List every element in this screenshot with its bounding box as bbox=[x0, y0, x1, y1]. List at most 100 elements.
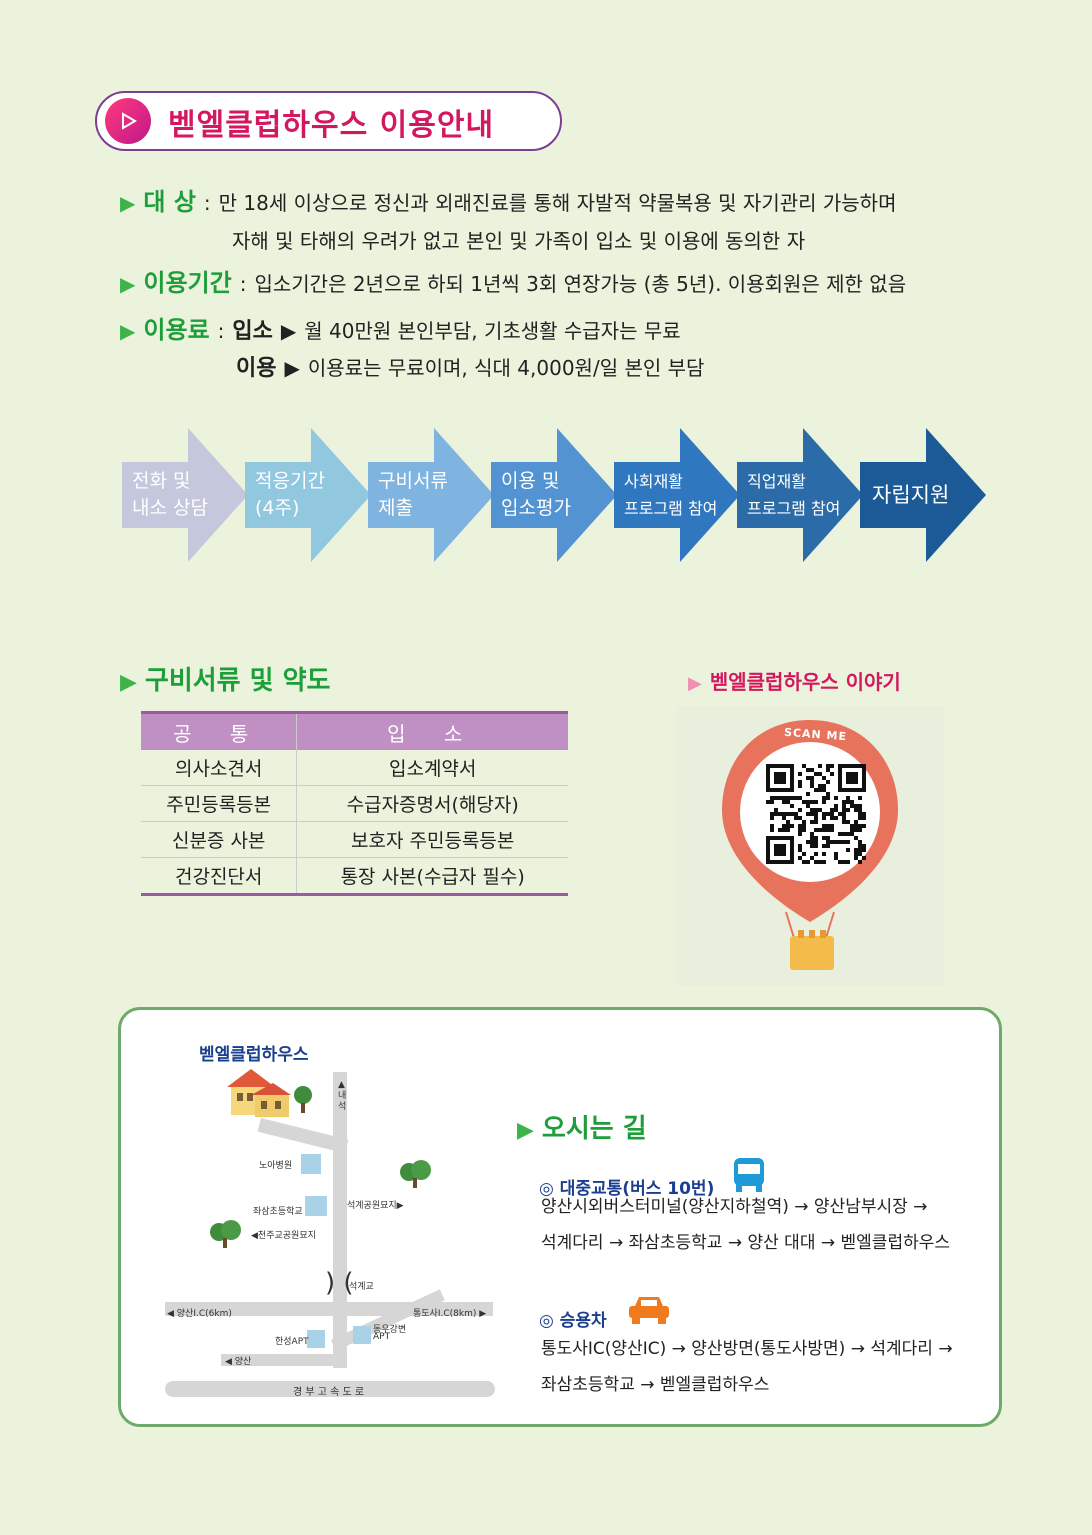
road-yangsan bbox=[221, 1354, 347, 1366]
qr-module bbox=[834, 816, 838, 820]
process-step-line: 제출 bbox=[378, 497, 413, 519]
qr-module bbox=[810, 840, 814, 844]
qr-module bbox=[790, 812, 794, 816]
qr-module bbox=[854, 820, 858, 824]
directions-title: 오시는 길 bbox=[541, 1114, 647, 1144]
docs-title: 구비서류 및 약도 bbox=[144, 666, 331, 696]
qr-module bbox=[806, 776, 810, 780]
fee-use-label: 이용 bbox=[236, 356, 277, 381]
arrow-icon: ▶ bbox=[280, 319, 297, 343]
table-cell: 의사소견서 bbox=[141, 750, 298, 786]
qr-module bbox=[850, 832, 854, 836]
process-arrow bbox=[860, 428, 986, 562]
play-icon bbox=[105, 98, 151, 144]
qr-module bbox=[822, 784, 826, 788]
qr-module bbox=[810, 832, 814, 836]
car-icon bbox=[628, 1297, 669, 1324]
map-label-seokgyegyo: 석계교 bbox=[349, 1282, 374, 1292]
table-cell: 주민등록등본 bbox=[141, 785, 298, 822]
qr-module bbox=[822, 788, 826, 792]
qr-module bbox=[802, 860, 806, 864]
qr-module bbox=[818, 772, 822, 776]
qr-module bbox=[858, 828, 862, 832]
qr-module bbox=[858, 824, 862, 828]
qr-module bbox=[786, 812, 790, 816]
qr-module bbox=[814, 860, 818, 864]
story-heading: ▶ 벧엘클럽하우스 이야기 bbox=[688, 666, 901, 695]
qr-module bbox=[862, 848, 866, 852]
qr-module bbox=[778, 812, 782, 816]
qr-module bbox=[802, 852, 806, 856]
qr-module bbox=[838, 860, 842, 864]
process-step-line: 직업재활 bbox=[747, 472, 806, 491]
qr-module bbox=[834, 852, 838, 856]
qr-module bbox=[822, 800, 826, 804]
qr-module bbox=[802, 764, 806, 768]
qr-module bbox=[858, 860, 862, 864]
table-cell: 입소계약서 bbox=[296, 750, 568, 786]
qr-module bbox=[822, 796, 826, 800]
qr-module bbox=[846, 800, 850, 804]
car-title: ◎ 승용차 bbox=[539, 1311, 607, 1331]
apt-icon bbox=[307, 1330, 325, 1348]
qr-module bbox=[858, 796, 862, 800]
qr-module bbox=[798, 828, 802, 832]
qr-module bbox=[834, 808, 838, 812]
qr-module bbox=[814, 828, 818, 832]
qr-finder bbox=[774, 772, 786, 784]
qr-module bbox=[822, 812, 826, 816]
qr-module bbox=[842, 804, 846, 808]
qr-module bbox=[842, 832, 846, 836]
qr-module bbox=[858, 848, 862, 852]
process-step-line: 입소평가 bbox=[501, 497, 571, 519]
qr-module bbox=[774, 796, 778, 800]
fee-entry-label: 입소 bbox=[232, 319, 273, 344]
qr-module bbox=[842, 800, 846, 804]
qr-module bbox=[822, 776, 826, 780]
building-icon bbox=[227, 1069, 312, 1117]
qr-module bbox=[810, 784, 814, 788]
qr-module bbox=[798, 780, 802, 784]
qr-module bbox=[826, 844, 830, 848]
story-title: 벧엘클럽하우스 이야기 bbox=[709, 670, 901, 694]
qr-module bbox=[810, 800, 814, 804]
map-label-seokgye-park: 석계공원묘지▶ bbox=[347, 1201, 404, 1211]
fee-row: ▶ 이용료 : 입소 ▶ 월 40만원 본인부담, 기초생활 수급자는 무료 bbox=[120, 310, 681, 345]
qr-finder bbox=[846, 772, 858, 784]
bus-route-1: 양산시외버스터미널(양산지하철역) → 양산남부시장 → bbox=[541, 1197, 928, 1217]
qr-module bbox=[786, 800, 790, 804]
period-text: 입소기간은 2년으로 하되 1년씩 3회 연장가능 (총 5년). 이용회원은 … bbox=[254, 272, 907, 296]
triangle-icon: ▶ bbox=[120, 319, 136, 343]
map-label-hanseong: 한성APT bbox=[275, 1337, 309, 1347]
process-step-line: (4주) bbox=[255, 497, 300, 519]
qr-module bbox=[814, 788, 818, 792]
qr-module bbox=[842, 816, 846, 820]
qr-module bbox=[786, 796, 790, 800]
qr-module bbox=[842, 812, 846, 816]
qr-module bbox=[826, 768, 830, 772]
map-label-naeseok: ▲내석 bbox=[338, 1080, 347, 1112]
qr-module bbox=[782, 812, 786, 816]
qr-module bbox=[842, 808, 846, 812]
table-cell: 건강진단서 bbox=[141, 857, 298, 895]
road-vertical bbox=[333, 1072, 347, 1368]
qr-module bbox=[802, 820, 806, 824]
qr-module bbox=[830, 772, 834, 776]
qr-module bbox=[822, 852, 826, 856]
qr-module bbox=[846, 840, 850, 844]
qr-module bbox=[798, 808, 802, 812]
qr-module bbox=[854, 848, 858, 852]
qr-module bbox=[806, 792, 810, 796]
qr-code-icon[interactable] bbox=[766, 764, 866, 864]
qr-module bbox=[858, 812, 862, 816]
target-text-1: 만 18세 이상으로 정신과 외래진료를 통해 자발적 약물복용 및 자기관리 … bbox=[218, 191, 897, 215]
qr-module bbox=[802, 800, 806, 804]
highway-road bbox=[165, 1381, 495, 1397]
qr-module bbox=[798, 796, 802, 800]
process-step-label: 적응기간(4주) bbox=[255, 468, 325, 522]
qr-module bbox=[854, 804, 858, 808]
